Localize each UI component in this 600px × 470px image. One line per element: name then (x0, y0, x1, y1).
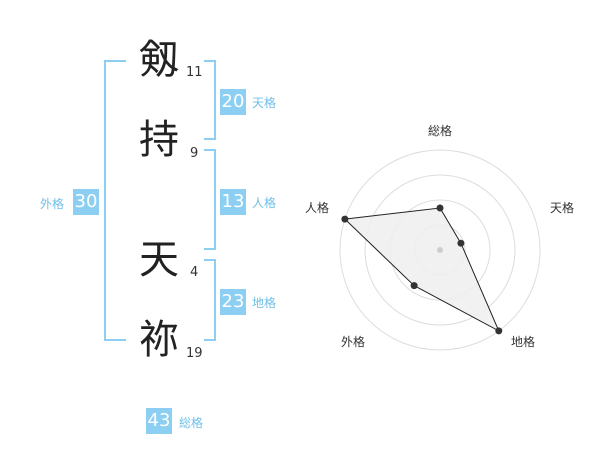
radar-label-tenkaku: 天格 (550, 200, 574, 215)
stroke-count-1: 11 (186, 65, 203, 80)
name-char-4: 祢 (139, 317, 179, 363)
radar-ring (339, 149, 541, 351)
tenkaku-badge: 20 (220, 89, 246, 115)
chikaku-bracket (204, 259, 216, 341)
soukaku-badge: 43 (146, 408, 172, 434)
tenkaku-bracket (204, 60, 216, 140)
radar-point (495, 327, 503, 335)
gaikaku-label: 外格 (40, 197, 65, 211)
radar-center-dot (437, 247, 443, 253)
radar-label-soukaku: 総格 (428, 123, 452, 138)
radar-chart: 総格 天格 地格 外格 人格 (305, 123, 574, 351)
radar-point (410, 282, 418, 290)
chikaku-badge: 23 (220, 289, 246, 315)
radar-ring (364, 174, 516, 326)
radar-area (343, 207, 500, 333)
jinkaku-label: 人格 (252, 196, 277, 210)
soukaku-label: 総格 (179, 416, 204, 430)
tenkaku-label: 天格 (252, 96, 277, 110)
jinkaku-bracket (204, 149, 216, 250)
jinkaku-badge: 13 (220, 189, 246, 215)
gaikaku-bracket (104, 60, 126, 341)
stroke-count-3: 4 (190, 265, 199, 280)
radar-label-jinkaku: 人格 (305, 200, 329, 215)
chikaku-label: 地格 (252, 296, 277, 310)
radar-point (436, 204, 444, 212)
radar-label-chikaku: 地格 (511, 334, 535, 349)
name-char-3: 天 (139, 237, 179, 283)
radar-label-gaikaku: 外格 (341, 334, 365, 349)
gaikaku-badge: 30 (73, 189, 99, 215)
stroke-count-4: 19 (186, 346, 203, 361)
radar-point (457, 239, 465, 247)
name-char-2: 持 (139, 117, 179, 163)
stroke-count-2: 9 (190, 146, 199, 161)
name-char-1: 剱 (139, 37, 179, 83)
radar-point (341, 215, 349, 223)
